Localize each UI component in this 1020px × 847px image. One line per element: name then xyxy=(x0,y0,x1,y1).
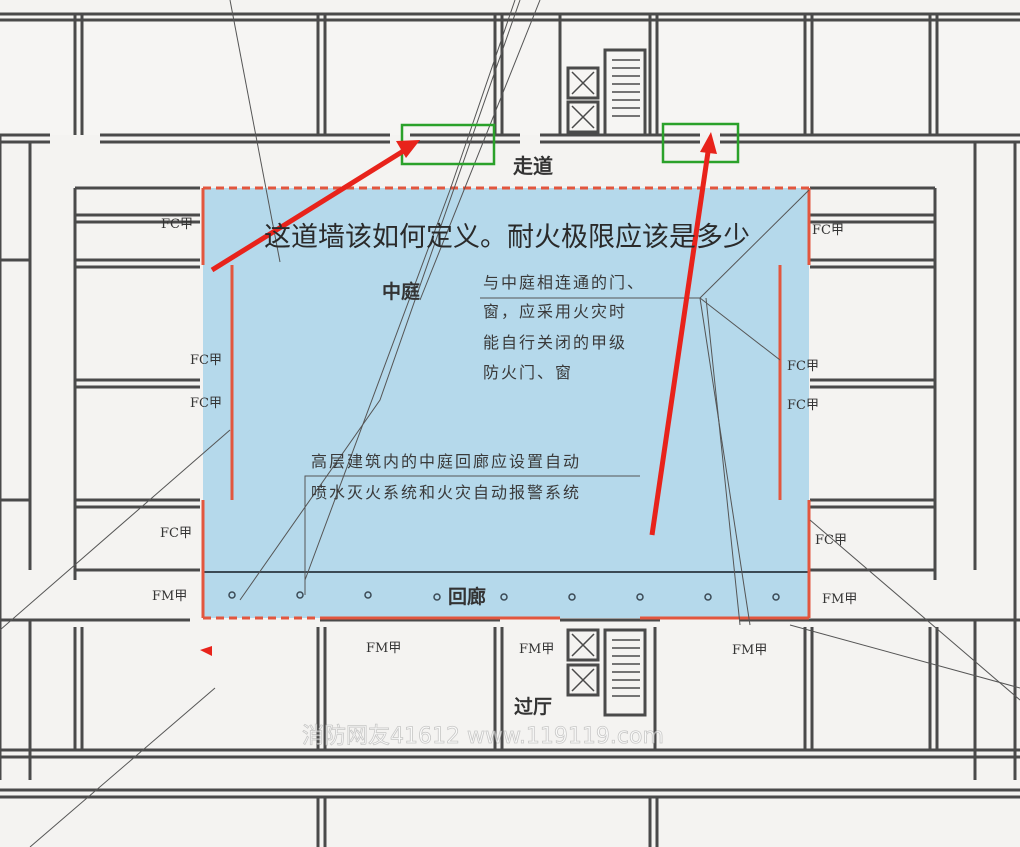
watermark: 消防网友41612 www.119119.com xyxy=(302,724,664,749)
door-window-note: 与中庭相连通的门、 窗，应采用火灾时 能自行关闭的甲级 防火门、窗 xyxy=(483,273,645,382)
elevator-marks xyxy=(571,59,640,697)
red-arrows xyxy=(200,132,717,656)
door-tags: FC甲 FC甲 FC甲 FC甲 FM甲 FC甲 FC甲 FC甲 FC甲 FM甲 … xyxy=(152,217,857,658)
atrium-area xyxy=(203,188,809,618)
fire-boundary xyxy=(201,186,811,620)
atrium-label: 中庭 xyxy=(382,280,420,303)
note-line: 窗，应采用火灾时 xyxy=(483,302,627,321)
door-tag: FC甲 xyxy=(815,533,847,548)
gallery-label: 回廊 xyxy=(448,585,486,608)
door-tag: FC甲 xyxy=(190,396,222,411)
door-tag: FM甲 xyxy=(366,641,401,656)
door-tag: FC甲 xyxy=(190,353,222,368)
door-tag: FC甲 xyxy=(160,526,192,541)
walls xyxy=(0,10,1020,847)
note-line: 高层建筑内的中庭回廊应设置自动 xyxy=(311,452,581,471)
door-tag: FM甲 xyxy=(152,589,187,604)
door-tag: FC甲 xyxy=(787,398,819,413)
note-line: 能自行关闭的甲级 xyxy=(483,333,627,352)
note-line: 与中庭相连通的门、 xyxy=(483,273,645,292)
door-tag: FC甲 xyxy=(161,217,193,232)
door-tag: FC甲 xyxy=(787,359,819,374)
corridor-label: 走道 xyxy=(513,154,553,178)
gallery-columns xyxy=(228,591,780,601)
note-line: 喷水灭火系统和火灾自动报警系统 xyxy=(311,483,581,502)
lobby-label: 过厅 xyxy=(514,696,552,718)
door-tag: FM甲 xyxy=(732,643,767,658)
note-line: 防火门、窗 xyxy=(483,363,573,382)
door-tag: FM甲 xyxy=(519,642,554,657)
question-annotation: 这道墙该如何定义。耐火极限应该是多少 xyxy=(264,222,750,253)
highlight-box-right xyxy=(661,122,740,164)
door-tag: FM甲 xyxy=(822,592,857,607)
sprinkler-note: 高层建筑内的中庭回廊应设置自动 喷水灭火系统和火灾自动报警系统 xyxy=(311,452,581,502)
door-tag: FC甲 xyxy=(812,223,844,238)
